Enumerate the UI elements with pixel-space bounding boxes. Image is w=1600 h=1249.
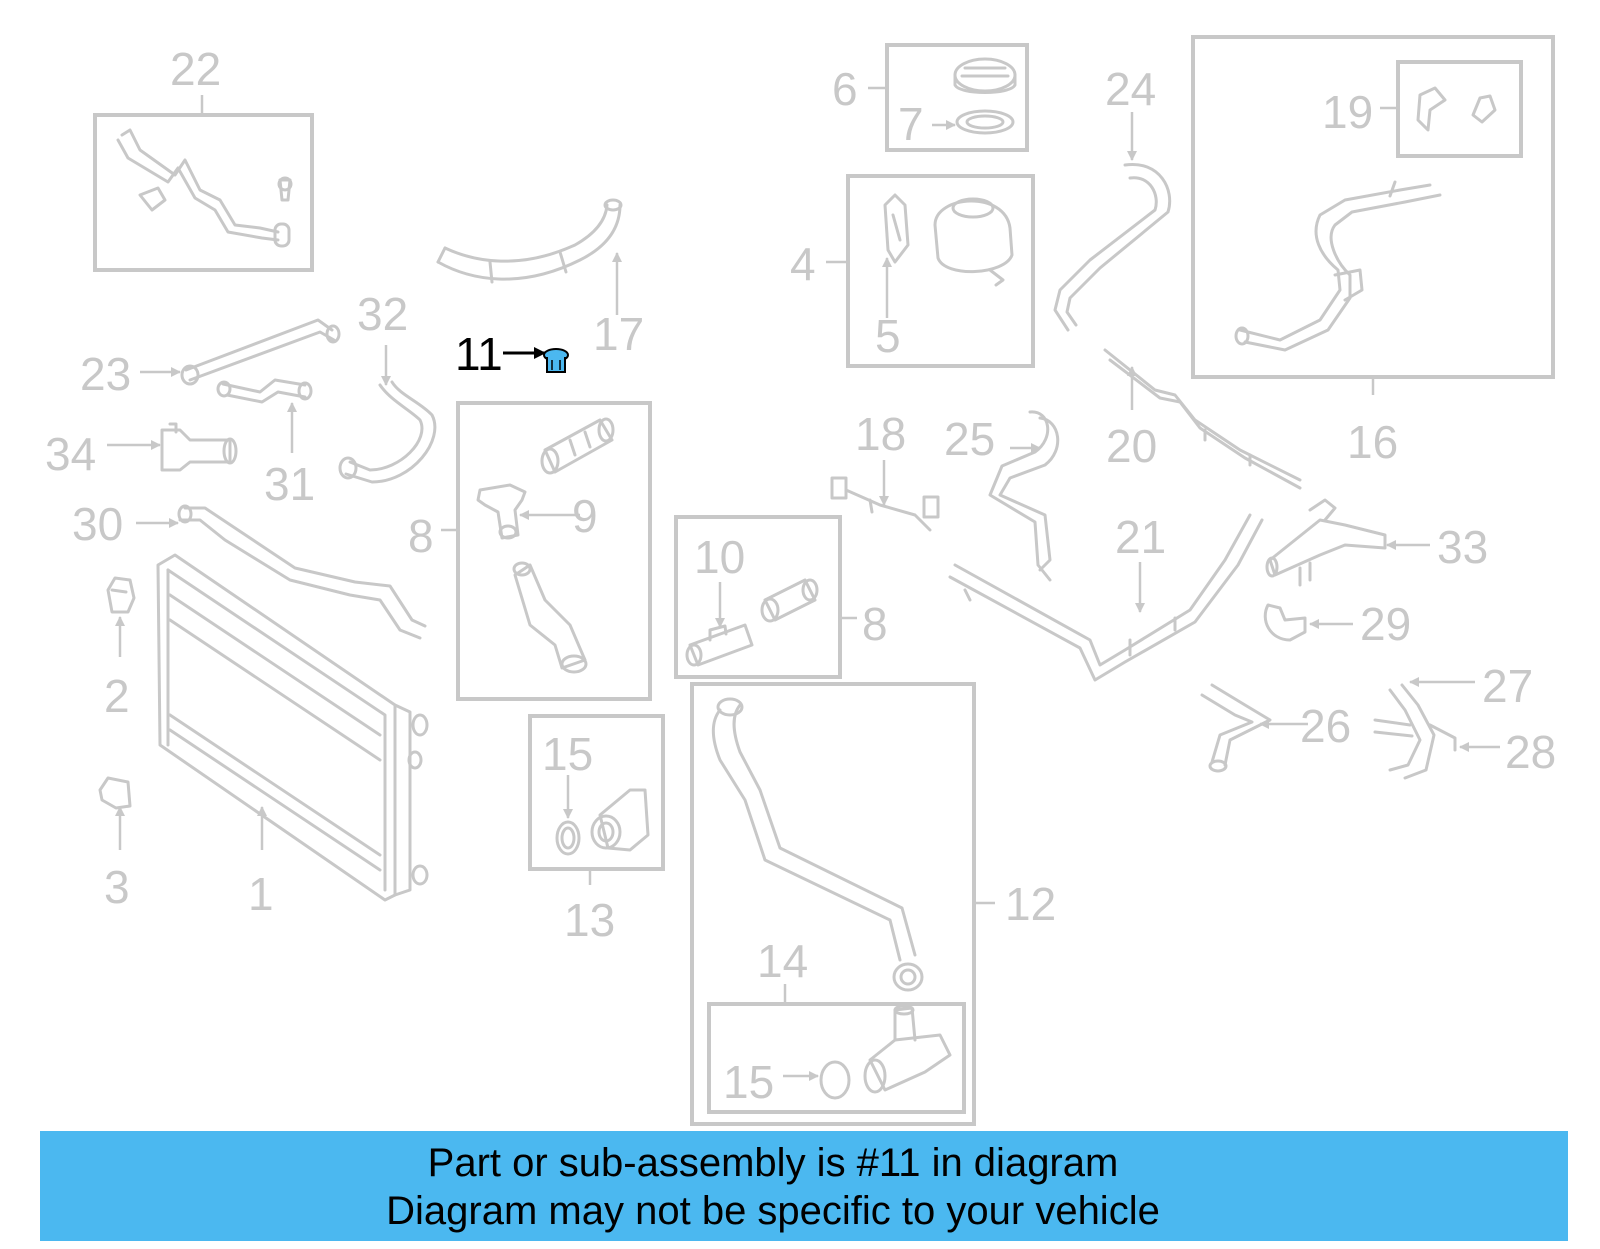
part-21-line-drawing: [948, 513, 1264, 682]
callout-9: 9: [572, 490, 598, 542]
callout-16: 16: [1347, 416, 1398, 468]
callout-15b: 15: [723, 1056, 774, 1108]
group-box-22: [93, 113, 314, 272]
group-box-4: [846, 174, 1035, 368]
part-22-line-drawing: [116, 128, 293, 248]
part-3-line-drawing: [98, 776, 132, 810]
group-box-8-left: [456, 401, 652, 701]
part-33-line-drawing: [1265, 498, 1387, 587]
callout-19: 19: [1322, 86, 1373, 138]
group-box-19: [1396, 60, 1523, 158]
callout-14: 14: [757, 935, 808, 987]
callout-1: 1: [248, 868, 274, 920]
part-19-line-drawing: [1416, 86, 1497, 132]
part-29-line-drawing: [1263, 603, 1307, 642]
part-11-highlighted-plug: [543, 348, 569, 373]
callout-11-highlighted: 11: [455, 328, 503, 380]
callout-23: 23: [80, 348, 131, 400]
part-6-cap-line-drawing: [953, 57, 1017, 135]
callout-21: 21: [1115, 511, 1166, 563]
callout-4: 4: [790, 238, 816, 290]
part-16-line-drawing: [1234, 180, 1442, 352]
callout-8b: 8: [862, 598, 888, 650]
banner-line-1: Part or sub-assembly is #11 in diagram: [427, 1141, 1119, 1185]
leader-lines: [107, 86, 1500, 1081]
part-32-line-drawing: [338, 380, 437, 484]
callout-13: 13: [564, 894, 615, 946]
callout-32: 32: [357, 288, 408, 340]
part-26-line-drawing: [1200, 683, 1272, 773]
group-box-8-right: [674, 515, 842, 679]
callout-2: 2: [104, 670, 130, 722]
callout-7: 7: [898, 98, 924, 150]
callout-12: 12: [1005, 878, 1056, 930]
callout-29: 29: [1360, 598, 1411, 650]
callout-33: 33: [1437, 521, 1488, 573]
callout-15a: 15: [542, 728, 593, 780]
banner-line-2: Diagram may not be specific to your vehi…: [386, 1189, 1160, 1233]
group-box-14: [707, 1002, 966, 1114]
part-2-line-drawing: [106, 576, 136, 614]
info-banner: Part or sub-assembly is #11 in diagram D…: [40, 1131, 1568, 1241]
callout-22: 22: [170, 43, 221, 95]
part-23-line-drawing: [180, 318, 341, 386]
group-box-13: [528, 714, 665, 871]
part-27-28-line-drawing: [1373, 683, 1457, 780]
part-24-line-drawing: [1053, 163, 1172, 332]
callout-34: 34: [45, 428, 96, 480]
part-25-line-drawing: [988, 410, 1060, 582]
group-box-6: [885, 43, 1029, 152]
part-8-right-fittings-line-drawing: [685, 578, 819, 667]
callout-24: 24: [1105, 63, 1156, 115]
callout-20: 20: [1106, 420, 1157, 472]
part-13-elbow-line-drawing: [555, 788, 650, 856]
callout-3: 3: [104, 861, 130, 913]
callout-28: 28: [1505, 726, 1556, 778]
callout-18: 18: [855, 408, 906, 460]
part-20-line-drawing: [1103, 348, 1302, 490]
part-31-line-drawing: [216, 378, 313, 404]
callout-25: 25: [944, 413, 995, 465]
part-8-left-hoses-line-drawing: [476, 417, 615, 674]
callout-30: 30: [72, 498, 123, 550]
part-12-pipe-line-drawing: [711, 697, 924, 992]
callout-31: 31: [264, 458, 315, 510]
callout-26: 26: [1300, 700, 1351, 752]
callout-8a: 8: [408, 510, 434, 562]
part-17-line-drawing: [436, 198, 623, 284]
part-4-reservoir-line-drawing: [883, 193, 1014, 287]
callout-6: 6: [832, 63, 858, 115]
part-1-radiator-line-drawing: [156, 553, 429, 902]
callout-27: 27: [1482, 660, 1533, 712]
part-14-fitting-line-drawing: [819, 1004, 952, 1100]
callout-5: 5: [875, 310, 901, 362]
callout-10: 10: [694, 531, 745, 583]
part-18-line-drawing: [830, 476, 940, 532]
callout-17: 17: [593, 308, 644, 360]
part-34-line-drawing: [160, 422, 238, 472]
part-30-line-drawing: [177, 504, 427, 640]
